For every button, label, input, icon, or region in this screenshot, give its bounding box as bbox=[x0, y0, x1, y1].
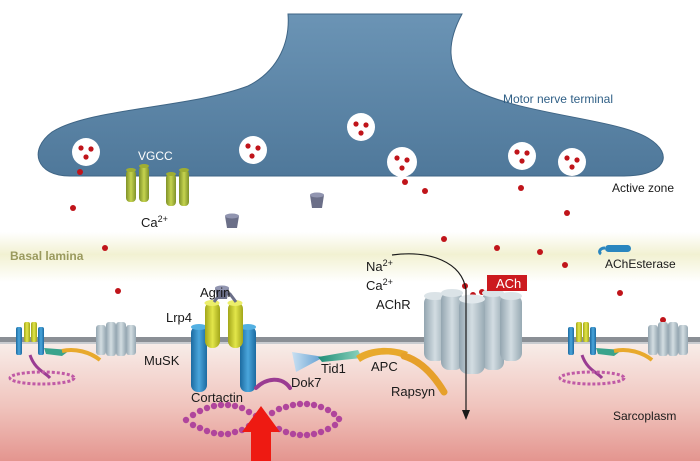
label-lrp4: Lrp4 bbox=[166, 310, 192, 325]
achesterase-icon bbox=[598, 245, 631, 256]
rapsyn-protein bbox=[400, 352, 448, 396]
presynaptic-protein-icon bbox=[310, 192, 324, 208]
synaptic-vesicle-icon bbox=[72, 138, 100, 166]
ion-flow-arrow bbox=[391, 253, 467, 416]
label-vgcc: VGCC bbox=[138, 149, 173, 163]
label-cortactin: Cortactin bbox=[191, 390, 243, 405]
cortactin-link bbox=[254, 377, 292, 390]
label-tid1: Tid1 bbox=[321, 361, 346, 376]
label-sarcoplasm: Sarcoplasm bbox=[613, 409, 676, 423]
label-achesterase: AChEsterase bbox=[605, 257, 676, 271]
label-basal-lamina: Basal lamina bbox=[10, 249, 84, 263]
label-na: Na2+ bbox=[366, 258, 393, 274]
label-motor-nerve-terminal: Motor nerve terminal bbox=[503, 92, 613, 106]
label-agrin: Agrin bbox=[200, 285, 230, 300]
synaptic-vesicle-icon bbox=[558, 148, 586, 176]
musk-lrp4-agrin-complex bbox=[191, 285, 256, 392]
presynaptic-protein-icon bbox=[225, 213, 239, 228]
tid1-protein bbox=[318, 350, 362, 362]
ion-flow-arrowhead bbox=[462, 410, 470, 420]
receptor-complex-left bbox=[8, 322, 136, 386]
signal-up-arrow bbox=[242, 406, 280, 461]
label-dok7: Dok7 bbox=[291, 375, 321, 390]
label-rapsyn: Rapsyn bbox=[391, 384, 435, 399]
cortactin-bead-chain bbox=[182, 400, 343, 439]
label-active-zone: Active zone bbox=[612, 181, 674, 195]
basal-lamina-band bbox=[0, 232, 700, 282]
synaptic-vesicle-icon bbox=[239, 136, 267, 164]
label-apc: APC bbox=[371, 359, 398, 374]
synaptic-vesicle-icon bbox=[508, 142, 536, 170]
label-ach: ACh bbox=[496, 276, 521, 291]
dok7-protein bbox=[292, 352, 324, 372]
vgcc-channel-icon bbox=[166, 168, 189, 206]
apc-protein bbox=[356, 347, 408, 362]
synaptic-vesicle-icon bbox=[387, 147, 417, 177]
motor-nerve-terminal-shape bbox=[37, 13, 664, 177]
ach-label-box bbox=[487, 275, 527, 291]
label-achr: AChR bbox=[376, 297, 411, 312]
label-ca-achr: Ca2+ bbox=[366, 277, 393, 293]
label-ca: Ca2+ bbox=[141, 214, 168, 230]
receptor-complex-right bbox=[558, 322, 688, 386]
label-musk: MuSK bbox=[144, 353, 180, 368]
vgcc-channel-icon bbox=[126, 164, 149, 202]
synaptic-vesicle-icon bbox=[347, 113, 375, 141]
postsynaptic-membrane bbox=[0, 337, 700, 342]
